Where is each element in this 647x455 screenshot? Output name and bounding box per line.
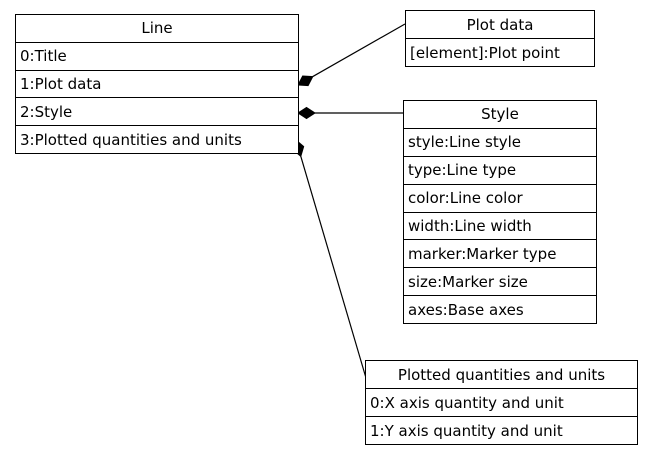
class-title-plotted-quantities: Plotted quantities and units [397, 365, 606, 384]
attribute-row: size:Marker size [404, 267, 596, 295]
attribute-row: 0:Title [16, 41, 298, 70]
attribute-row: 1:Y axis quantity and unit [366, 416, 637, 444]
attribute-row: axes:Base axes [404, 295, 596, 323]
attribute-row: 2:Style [16, 97, 298, 125]
attribute-row: [element]:Plot point [406, 38, 594, 66]
class-title-plot-data: Plot data [466, 15, 534, 34]
attribute-row: type:Line type [404, 155, 596, 184]
attribute-row: 3:Plotted quantities and units [16, 125, 298, 153]
attribute-row: marker:Marker type [404, 239, 596, 267]
composition-diamond-icon [297, 106, 316, 120]
attribute-row: style:Line style [404, 127, 596, 156]
attribute-row: 1:Plot data [16, 69, 298, 98]
class-box-plot-data: Plot data [element]:Plot point [405, 10, 595, 67]
attribute-row: width:Line width [404, 211, 596, 240]
attribute-row: color:Line color [404, 183, 596, 212]
class-box-plotted-quantities: Plotted quantities and units 0:X axis qu… [365, 360, 638, 445]
connector-line-Plot data [312, 23, 406, 78]
attribute-row: 0:X axis quantity and unit [366, 388, 637, 416]
class-title-style: Style [481, 105, 519, 124]
class-title-line: Line [141, 19, 173, 38]
connector-line-Plotted quantities and units [300, 156, 367, 379]
composition-diamond-icon [297, 75, 314, 87]
